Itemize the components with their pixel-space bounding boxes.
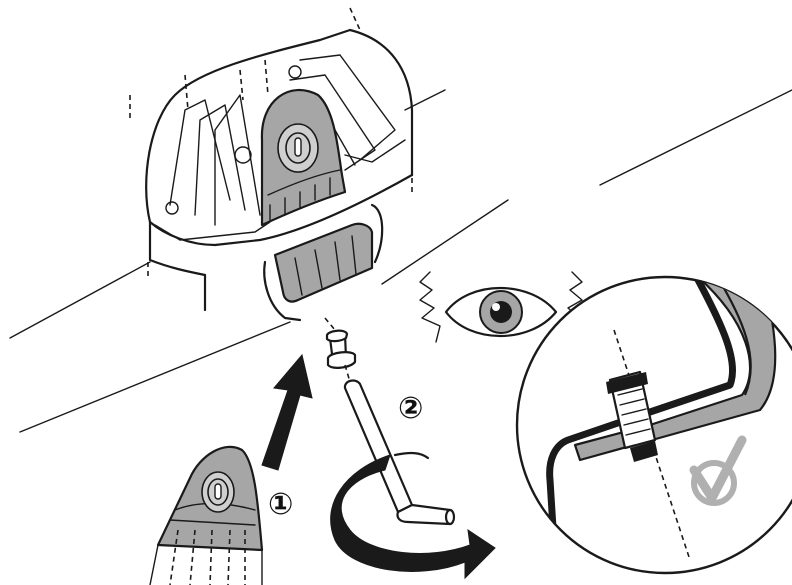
carrier-housing bbox=[129, 7, 414, 312]
step-1-marker: ① bbox=[268, 487, 293, 522]
screw bbox=[324, 317, 357, 369]
step-2-label: ② bbox=[398, 391, 423, 426]
hex-key bbox=[343, 364, 456, 526]
rotate-arrow-icon bbox=[330, 451, 496, 580]
arrow-up-icon bbox=[261, 353, 313, 471]
lever-insert bbox=[149, 445, 264, 585]
step-1-label: ① bbox=[268, 487, 293, 522]
eye-icon bbox=[419, 271, 583, 343]
detail-view bbox=[515, 275, 792, 575]
check-icon bbox=[689, 435, 747, 506]
roof-bar bbox=[9, 89, 792, 433]
step-2-marker: ② bbox=[398, 391, 423, 426]
bar-clamp bbox=[263, 203, 384, 322]
